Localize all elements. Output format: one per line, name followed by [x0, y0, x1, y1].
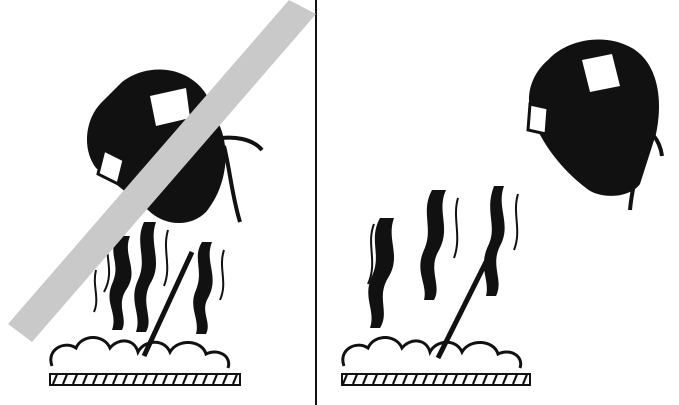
fume-icon: [368, 186, 518, 328]
welding-helmet-icon: [528, 39, 662, 210]
prohibition-slash-icon: [8, 0, 316, 342]
smoke-cloud-icon: [343, 338, 521, 369]
left-panel: [8, 0, 316, 385]
workpiece-icon: [342, 374, 530, 385]
right-panel: [342, 39, 662, 385]
smoke-cloud-icon: [51, 338, 229, 369]
workpiece-icon: [50, 374, 240, 385]
